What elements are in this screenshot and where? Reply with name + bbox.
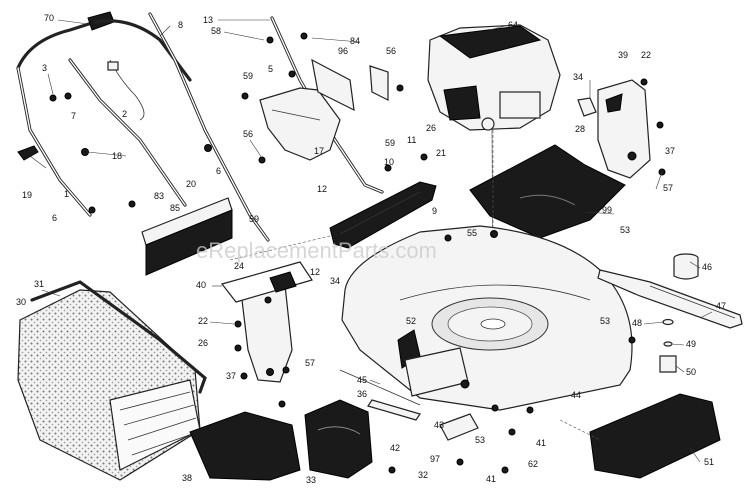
mower-deck [341, 225, 633, 411]
label-39: 39 [618, 50, 628, 60]
label-1: 1 [64, 189, 69, 199]
label-11: 11 [407, 135, 416, 145]
label-59c: 59 [249, 214, 259, 224]
label-53c: 53 [475, 435, 485, 445]
blade-47 [597, 269, 743, 329]
label-33: 33 [306, 475, 316, 485]
rear-door-hinge [220, 261, 313, 383]
label-8: 8 [178, 20, 183, 30]
label-2: 2 [122, 109, 127, 119]
label-97: 97 [430, 454, 440, 464]
mulch-plug-38 [189, 411, 301, 481]
label-10: 10 [384, 157, 394, 167]
label-22a: 22 [641, 50, 651, 60]
label-22b: 22 [198, 316, 208, 326]
label-20: 20 [186, 179, 196, 189]
label-9: 9 [432, 206, 437, 216]
label-32: 32 [418, 470, 428, 480]
label-31: 31 [34, 279, 44, 289]
label-12b: 12 [310, 267, 320, 277]
label-56a: 56 [386, 46, 396, 56]
label-55: 55 [467, 228, 477, 238]
leader-lines [41, 19, 713, 463]
label-59a: 59 [243, 71, 253, 81]
label-24: 24 [234, 261, 244, 271]
knob-19 [17, 145, 47, 169]
label-53b: 53 [600, 316, 610, 326]
label-42: 42 [390, 443, 400, 453]
rear-wheel-bracket [577, 78, 666, 179]
label-47: 47 [716, 301, 726, 311]
rear-shield-51 [589, 393, 721, 479]
label-34a: 34 [573, 72, 583, 82]
label-21: 21 [436, 148, 446, 158]
label-5: 5 [268, 64, 273, 74]
watermark-text: eReplacementParts.com [196, 238, 437, 263]
label-18: 18 [112, 151, 122, 161]
label-7: 7 [71, 111, 76, 121]
label-6a: 6 [216, 166, 221, 176]
label-99: 99 [602, 205, 612, 215]
label-56b: 56 [243, 129, 253, 139]
label-19: 19 [22, 190, 32, 200]
label-30: 30 [16, 297, 26, 307]
label-57a: 57 [663, 183, 673, 193]
chute-33 [304, 399, 373, 479]
label-64: 64 [508, 20, 518, 30]
label-96: 96 [338, 46, 348, 56]
upper-handle [16, 11, 192, 217]
label-57b: 57 [305, 358, 315, 368]
label-40: 40 [196, 280, 206, 290]
part-number-labels: 70 8 13 58 84 64 3 7 2 5 96 56 39 22 59 … [16, 13, 726, 485]
label-49: 49 [686, 339, 696, 349]
label-58: 58 [211, 26, 221, 36]
label-59b: 59 [385, 138, 395, 148]
grass-catcher-bag [17, 280, 207, 481]
label-48: 48 [632, 318, 642, 328]
label-3: 3 [42, 63, 47, 73]
label-53a: 53 [620, 225, 630, 235]
handle-bracket-17 [259, 58, 389, 161]
label-28: 28 [575, 124, 585, 134]
fasteners-handle [49, 32, 428, 214]
label-17: 17 [314, 146, 324, 156]
label-83: 83 [154, 191, 164, 201]
label-37b: 37 [226, 371, 236, 381]
label-45: 45 [357, 375, 367, 385]
deflector-9 [329, 181, 437, 249]
hardware-bottom [234, 320, 636, 474]
label-85: 85 [170, 203, 180, 213]
label-34b: 34 [330, 276, 340, 286]
label-41a: 41 [536, 438, 546, 448]
control-cable [107, 59, 145, 121]
label-52: 52 [406, 316, 416, 326]
label-12a: 12 [317, 184, 327, 194]
label-70: 70 [44, 13, 54, 23]
label-51: 51 [704, 457, 714, 467]
baffle-99 [469, 144, 626, 239]
label-50: 50 [686, 367, 696, 377]
label-13: 13 [203, 15, 213, 25]
label-37: 37 [665, 146, 675, 156]
label-26a: 26 [426, 123, 436, 133]
label-62: 62 [528, 459, 538, 469]
lower-handle-left [68, 12, 270, 242]
label-6b: 6 [52, 213, 57, 223]
rear-flap-20 [141, 197, 233, 276]
label-36: 36 [357, 389, 367, 399]
label-43: 43 [434, 420, 444, 430]
label-84: 84 [350, 36, 360, 46]
lower-handle-right [270, 16, 384, 194]
label-46: 46 [702, 262, 712, 272]
label-44: 44 [571, 390, 581, 400]
label-38: 38 [182, 473, 192, 483]
guide-lines [229, 130, 601, 441]
label-26b: 26 [198, 338, 208, 348]
label-41b: 41 [486, 474, 496, 484]
